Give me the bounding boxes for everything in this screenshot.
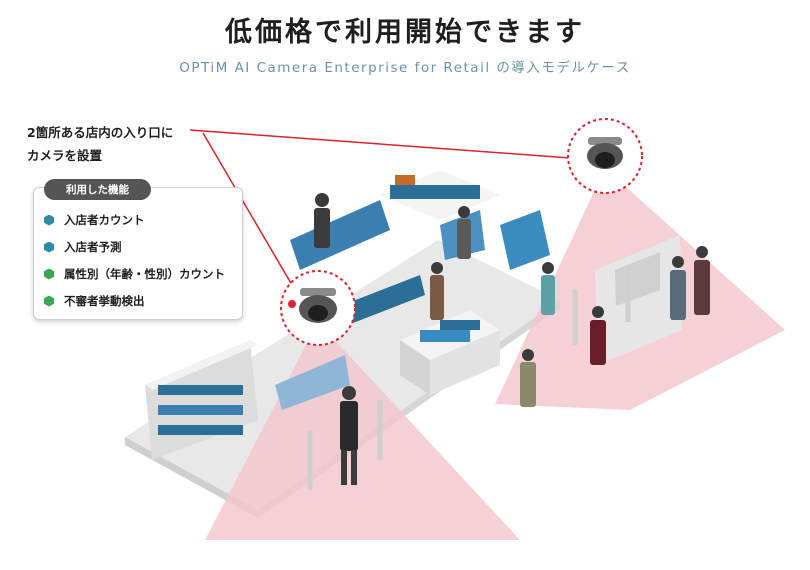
cube-icon bbox=[44, 214, 54, 226]
display-table-back bbox=[380, 170, 500, 220]
feature-item-visitor-forecast: 入店者予測 bbox=[44, 239, 122, 255]
shopper-figure bbox=[314, 193, 710, 485]
shelving-unit bbox=[145, 340, 258, 460]
feature-label: 不審者挙動検出 bbox=[64, 294, 145, 308]
camera-callout: 2箇所ある店内の入り口に カメラを設置 bbox=[27, 121, 173, 167]
cube-icon bbox=[44, 268, 54, 280]
cube-icon bbox=[44, 241, 54, 253]
features-panel: 利用した機能 入店者カウント 入店者予測 属性別（年齢・性別）カウント 不審者挙… bbox=[33, 179, 243, 320]
callout-line-1: 2箇所ある店内の入り口に bbox=[27, 125, 174, 140]
callout-connector-lines bbox=[189, 129, 571, 286]
feature-label: 入店者予測 bbox=[64, 240, 122, 254]
page-subtitle: OPTiM AI Camera Enterprise for Retail の導… bbox=[179, 60, 631, 76]
page-title: 低価格で利用開始できます bbox=[225, 17, 585, 48]
camera-marker-dot bbox=[288, 300, 296, 308]
feature-item-visitor-count: 入店者カウント bbox=[44, 212, 145, 228]
dome-camera-right-icon bbox=[587, 137, 623, 169]
camera-coverage-zone-left bbox=[205, 322, 520, 540]
callout-line-2: カメラを設置 bbox=[27, 148, 103, 163]
features-title: 利用した機能 bbox=[44, 179, 151, 200]
entrance-gate-right bbox=[572, 268, 631, 345]
feature-item-suspicious-behavior: 不審者挙動検出 bbox=[44, 293, 145, 309]
feature-item-attribute-count: 属性別（年齢・性別）カウント bbox=[44, 266, 225, 282]
feature-label: 属性別（年齢・性別）カウント bbox=[64, 267, 225, 281]
display-table-center bbox=[400, 310, 500, 395]
dome-camera-left-icon bbox=[299, 288, 337, 323]
cube-icon bbox=[44, 295, 54, 307]
entrance-gate-left bbox=[307, 400, 383, 490]
feature-label: 入店者カウント bbox=[64, 213, 145, 227]
